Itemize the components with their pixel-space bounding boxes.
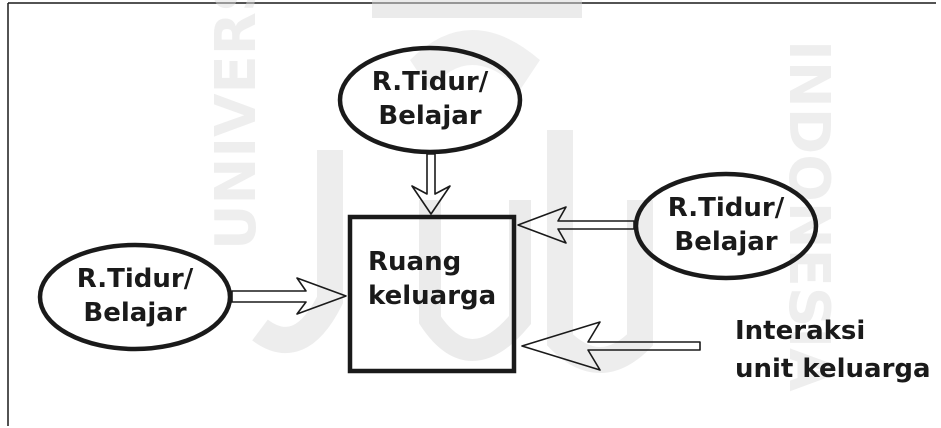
node-top-label-line1: R.Tidur/ bbox=[372, 67, 489, 97]
watermark-text-right: INDONESIA bbox=[776, 40, 841, 392]
node-right-label-line2: Belajar bbox=[674, 227, 777, 257]
arrow-top-to-center bbox=[411, 153, 451, 215]
interaction-label-line1: Interaksi bbox=[735, 316, 865, 346]
interaction-label: Interaksi unit keluarga bbox=[735, 316, 931, 384]
arrow-left-to-center bbox=[231, 277, 347, 315]
node-top-ellipse: R.Tidur/ Belajar bbox=[337, 45, 523, 155]
node-right-ellipse: R.Tidur/ Belajar bbox=[633, 171, 819, 281]
watermark-bar-top bbox=[372, 0, 582, 18]
arrow-interaction-to-center bbox=[521, 321, 701, 371]
watermark-curve bbox=[547, 130, 653, 373]
node-center-label-line1: Ruang bbox=[368, 247, 461, 277]
node-right-label-line1: R.Tidur/ bbox=[668, 193, 785, 223]
node-left-ellipse: R.Tidur/ Belajar bbox=[37, 242, 233, 352]
node-top-label-line2: Belajar bbox=[378, 101, 481, 131]
node-left-label-line1: R.Tidur/ bbox=[77, 264, 194, 294]
watermark-text-left: UNIVERS bbox=[204, 0, 269, 250]
arrow-right-to-center bbox=[517, 206, 635, 244]
node-center-box: Ruang keluarga bbox=[347, 214, 517, 374]
node-left-label-line2: Belajar bbox=[83, 298, 186, 328]
node-center-label-line2: keluarga bbox=[368, 281, 496, 311]
watermark-curve-left bbox=[252, 150, 343, 353]
interaction-label-line2: unit keluarga bbox=[735, 354, 931, 384]
